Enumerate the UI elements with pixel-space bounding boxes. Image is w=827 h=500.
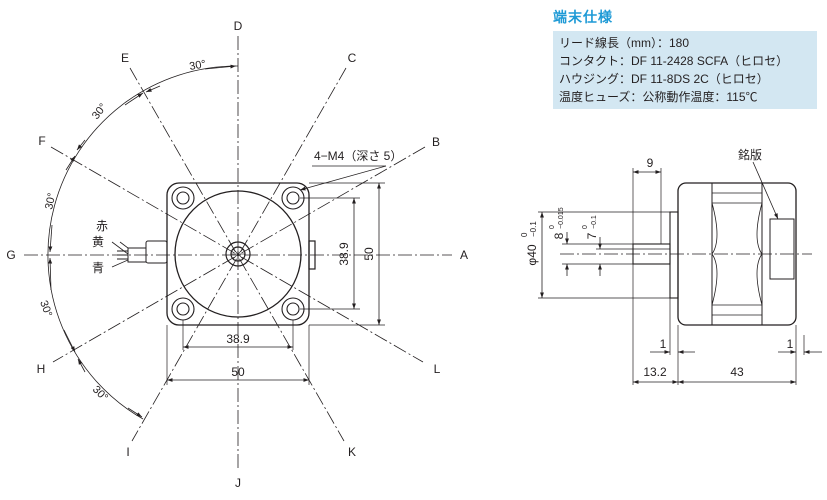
dim-flat-dia: 7 — [585, 232, 599, 239]
axis-label-l: L — [434, 362, 441, 376]
angle-label-5: 30° — [90, 384, 110, 404]
dim-hole-pitch-v: 38.9 — [337, 242, 351, 266]
angle-arc — [47, 65, 239, 420]
axis-label-a: A — [460, 248, 468, 262]
front-view-labels: D J G A E C F B H L I K 30° 30° 30° 30° … — [6, 19, 468, 490]
axis-label-k: K — [348, 445, 356, 459]
spec-line-contact: コンタクト：DF 11-2428 SCFA（ヒロセ） — [559, 54, 789, 68]
axis-label-g: G — [6, 248, 15, 262]
axis-label-c: C — [348, 51, 357, 65]
axis-label-j: J — [235, 476, 241, 490]
spec-line-thermal-fuse: 温度ヒューズ：公称動作温度：115℃ — [559, 90, 758, 104]
angle-label-1: 30° — [188, 58, 206, 73]
dim-shaft-dia: 8 — [552, 232, 566, 239]
dim-pilot-dia: φ40 — [525, 244, 539, 265]
axis-line-c-i — [131, 67, 347, 442]
shaft-boss — [225, 241, 251, 267]
shaft-spokes — [231, 247, 245, 261]
axis-label-e: E — [121, 51, 129, 65]
side-view-labels: 銘版 9 φ40 0 −0.1 8 0 −0.015 7 0 −0.1 1 1 … — [520, 147, 794, 379]
mounting-hole-tl — [171, 186, 195, 210]
axis-label-d: D — [234, 19, 243, 33]
spec-line-housing: ハウジング：DF 11-8DS 2C（ヒロセ） — [559, 72, 769, 86]
screw-callout: 4−M4（深さ 5） — [314, 149, 402, 163]
angle-label-2: 30° — [90, 101, 110, 122]
angle-arrows — [48, 64, 237, 418]
dim-pilot-tol-upper: 0 — [520, 232, 529, 237]
dim-flange-right: 1 — [787, 337, 794, 351]
pilot — [669, 211, 679, 299]
side-view — [538, 161, 822, 385]
extension-lines — [166, 182, 385, 385]
lead-color-blue: 青 — [92, 261, 104, 275]
axis-label-f: F — [38, 134, 45, 148]
dim-shaft-tol-lower: −0.015 — [558, 207, 565, 229]
motor-body-circle — [174, 190, 302, 318]
front-view — [24, 36, 452, 468]
nameplate-label: 銘版 — [738, 147, 762, 162]
dim-front-length: 13.2 — [643, 365, 667, 379]
angle-label-4: 30° — [37, 299, 54, 319]
axis-label-h: H — [37, 362, 46, 376]
lead-connector — [111, 240, 168, 268]
dim-flange-left: 1 — [660, 337, 667, 351]
spec-box: リード線長（mm）：180 コンタクト：DF 11-2428 SCFA（ヒロセ）… — [553, 31, 817, 109]
dim-flat-tol-upper: 0 — [582, 225, 589, 229]
dimension-lines — [167, 183, 381, 382]
connector-tab — [308, 240, 316, 270]
angle-label-3: 30° — [43, 192, 58, 211]
spec-title: 端末仕様 — [553, 9, 613, 25]
dim-pilot-tol-lower: −0.1 — [529, 221, 538, 237]
lead-color-yellow: 黄 — [92, 235, 104, 249]
dim-hole-pitch-h: 38.9 — [226, 332, 250, 346]
dim-shaft-tol-upper: 0 — [549, 225, 556, 229]
dim-body-length: 43 — [730, 365, 744, 379]
axis-line-f-l — [50, 146, 424, 363]
nameplate — [769, 218, 795, 280]
screw-callout-leader — [299, 165, 387, 191]
dim-flat-tol-lower: −0.1 — [591, 215, 598, 229]
axis-label-i: I — [126, 445, 129, 459]
dim-width-h: 50 — [231, 365, 245, 379]
mounting-hole-bl — [171, 297, 195, 321]
axis-label-b: B — [432, 135, 440, 149]
axis-line-e-k — [129, 67, 345, 442]
spec-line-lead-length: リード線長（mm）：180 — [559, 36, 690, 50]
shaft-side — [632, 243, 671, 265]
dim-height-v: 50 — [362, 247, 376, 261]
lead-color-red: 赤 — [96, 219, 108, 233]
dim-shaft-protrusion: 9 — [647, 156, 654, 170]
